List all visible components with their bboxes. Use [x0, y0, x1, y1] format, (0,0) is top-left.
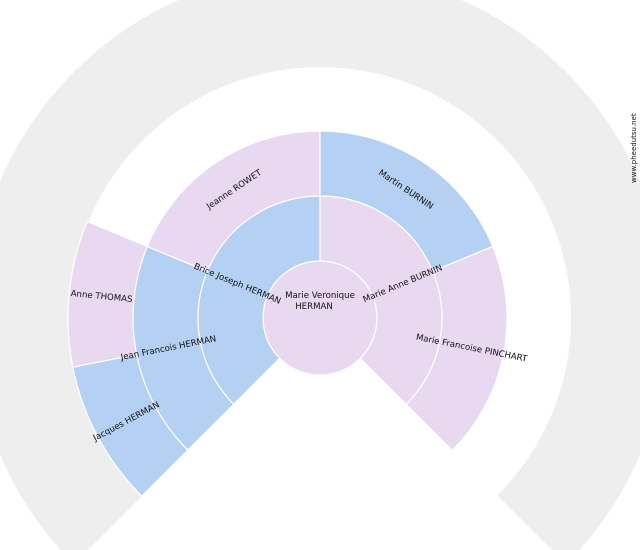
- ancestor-segment-g2-3[interactable]: [405, 245, 508, 452]
- site-credit: www.pheedutsu.net: [630, 113, 638, 183]
- ancestor-segments: [67, 130, 508, 498]
- ancestor-segment-g3-1[interactable]: [67, 220, 149, 368]
